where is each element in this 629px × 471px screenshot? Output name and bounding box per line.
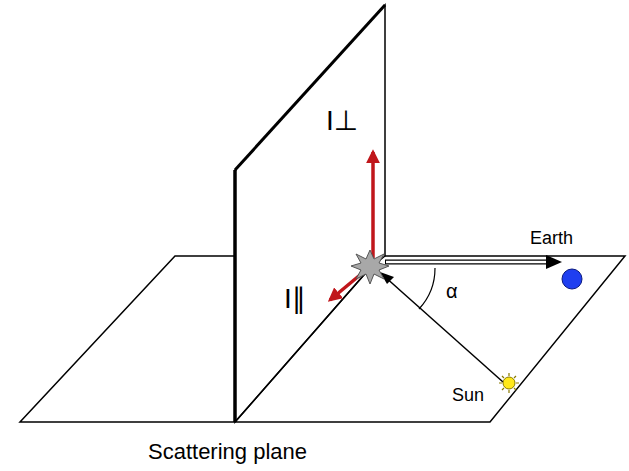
earth-symbol [562, 269, 582, 289]
body-label: Earth [530, 229, 573, 249]
phase-angle-arc [419, 268, 435, 309]
sun-symbol [499, 373, 519, 393]
plane-bold-edge [235, 5, 385, 170]
parallel-polarization-arrow [330, 275, 360, 300]
polarization-label: I⊥ [326, 106, 358, 137]
plane-bold-edge [233, 170, 237, 422]
plane-intersection-line [235, 268, 370, 422]
vertical-plane [235, 5, 385, 422]
scattered-ray-outline [385, 260, 550, 265]
polarization-label: I∥ [284, 284, 306, 315]
scattering-particle [351, 250, 389, 284]
angle-label: α [446, 280, 458, 302]
scattered-ray [386, 261, 548, 264]
perpendicular-polarization-arrow [371, 152, 375, 258]
sun-disc [503, 377, 515, 389]
plane-label: Scattering plane [148, 440, 307, 464]
incident-ray [384, 276, 503, 382]
body-label: Sun [452, 386, 484, 406]
sun-rays [499, 373, 519, 393]
scattered-arrowhead [546, 255, 562, 269]
